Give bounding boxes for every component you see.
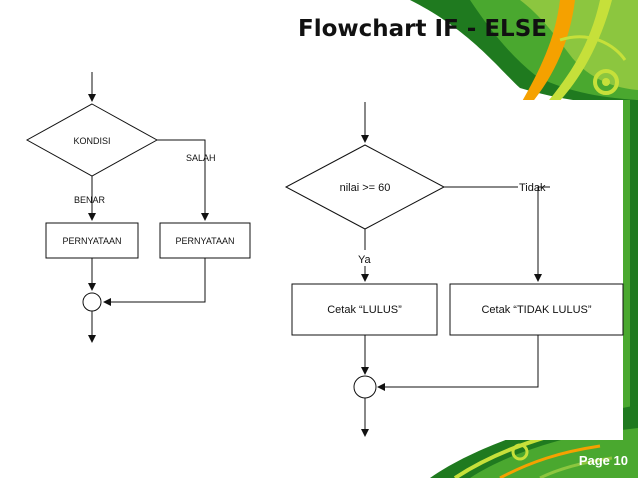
right-no-statement: Cetak “TIDAK LULUS”	[481, 304, 591, 316]
right-no-label: Tidak	[519, 182, 546, 194]
right-yes-statement: Cetak “LULUS”	[327, 304, 402, 316]
right-arrow-no-merge	[377, 335, 539, 391]
page-number: Page 10	[578, 453, 628, 468]
right-panel	[278, 100, 623, 440]
left-no-statement: PERNYATAAN	[175, 236, 234, 246]
left-yes-box	[45, 222, 139, 259]
left-connector-circle	[82, 292, 102, 312]
right-arrow-no	[534, 186, 550, 282]
left-yes-statement: PERNYATAAN	[62, 236, 121, 246]
right-yes-label: Ya	[358, 254, 372, 266]
left-yes-label: BENAR	[74, 195, 106, 205]
left-no-box	[159, 222, 251, 259]
decor-top-right	[410, 0, 638, 105]
slide-title: Flowchart IF - ELSE	[298, 16, 547, 42]
left-arrow-no-merge	[103, 258, 206, 306]
left-decision-label: KONDISI	[73, 136, 110, 146]
right-no-box	[449, 283, 624, 336]
decor-right-strip-dark	[630, 100, 638, 420]
left-flowchart	[25, 72, 251, 343]
right-flowchart	[284, 102, 624, 437]
right-decision-label: nilai >= 60	[340, 182, 391, 194]
left-arrow-no	[157, 139, 209, 221]
left-no-label: SALAH	[186, 153, 216, 163]
right-connector-circle	[353, 375, 377, 399]
